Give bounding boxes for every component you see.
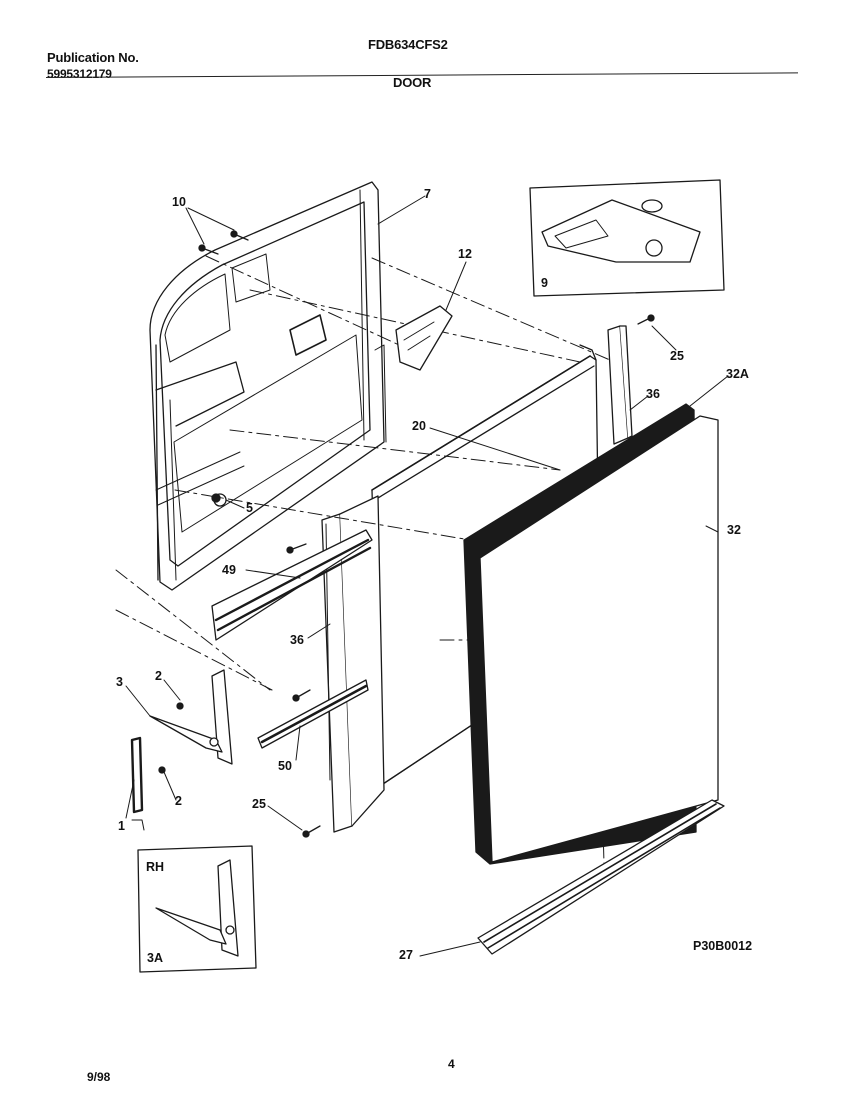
inset-rh-label: RH: [146, 860, 164, 874]
side-bracket-left: [321, 495, 385, 833]
leader-lines: [125, 195, 729, 957]
callout-5: 5: [246, 501, 253, 515]
callout-25-lower: 25: [252, 797, 266, 811]
model-number: FDB634CFS2: [368, 37, 448, 52]
callout-3A: 3A: [147, 951, 163, 965]
callout-49: 49: [222, 563, 236, 577]
dispenser-inset: [529, 179, 725, 297]
screws: [158, 230, 655, 838]
bottom-seal: [477, 799, 725, 955]
page-number: 4: [448, 1057, 455, 1071]
trim-strip-50: [257, 679, 369, 749]
door-latch: [395, 305, 453, 371]
callout-10: 10: [172, 195, 186, 209]
door-spring: [130, 736, 145, 831]
callout-7: 7: [424, 187, 431, 201]
rh-hinge-inset: [137, 845, 257, 973]
alignment-dash-lines: [115, 255, 621, 865]
callout-36-right: 36: [646, 387, 660, 401]
callout-20: 20: [412, 419, 426, 433]
publication-label: Publication No.: [47, 50, 139, 65]
side-bracket-right: [607, 325, 633, 445]
callout-27: 27: [399, 948, 413, 962]
callout-12: 12: [458, 247, 472, 261]
part-callouts: 10 7 12 9 25 32A 36 20 5 32 49 36 3 2 50…: [116, 187, 749, 965]
hinge-assembly: [149, 669, 233, 765]
callout-2-lower: 2: [175, 794, 182, 808]
callout-2-upper: 2: [155, 669, 162, 683]
publication-number: 5995312179: [47, 67, 112, 81]
inner-door-panel: [149, 181, 387, 591]
footer-date: 9/98: [87, 1070, 111, 1084]
callout-9: 9: [541, 276, 548, 290]
callout-25-upper: 25: [670, 349, 684, 363]
callout-3: 3: [116, 675, 123, 689]
callout-36-left: 36: [290, 633, 304, 647]
figure-code: P30B0012: [693, 939, 753, 953]
trim-strip-49: [211, 529, 373, 641]
callout-1: 1: [118, 819, 125, 833]
outer-panel-with-gasket: [463, 403, 719, 865]
callout-32A: 32A: [726, 367, 749, 381]
callout-32: 32: [727, 523, 741, 537]
section-title: DOOR: [393, 75, 432, 90]
callout-50: 50: [278, 759, 292, 773]
